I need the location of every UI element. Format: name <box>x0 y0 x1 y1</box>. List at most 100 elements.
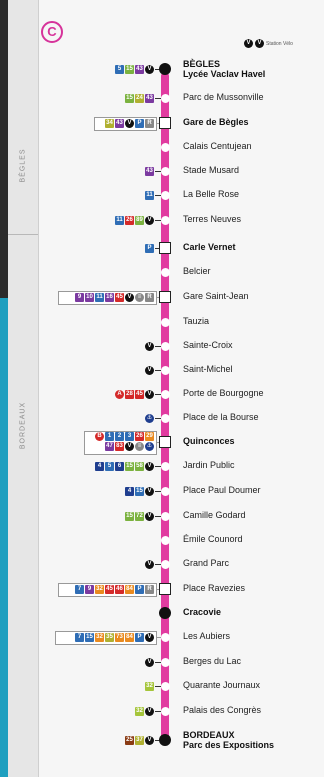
bike-station-icon: V <box>145 706 154 716</box>
connection-badges: V <box>145 559 154 569</box>
stop-name-line: Quinconces <box>183 436 235 446</box>
bus-line-badge: 43 <box>145 166 154 176</box>
stop-marker[interactable] <box>160 657 170 667</box>
train-icon: R <box>145 118 154 128</box>
stop-marker-major[interactable] <box>159 583 171 595</box>
stop-name[interactable]: Place Ravezies <box>183 583 245 593</box>
stop-name[interactable]: Parc de Mussonville <box>183 92 264 102</box>
tram-line-c-logo: C <box>41 21 63 43</box>
stop-marker-terminus[interactable] <box>159 607 171 619</box>
stop-marker[interactable] <box>160 166 170 176</box>
stop-name[interactable]: La Belle Rose <box>183 189 239 199</box>
stop-name[interactable]: Cracovie <box>183 607 221 617</box>
stop-marker[interactable] <box>160 413 170 423</box>
stop-name[interactable]: Porte de Bourgogne <box>183 388 264 398</box>
stop-marker-major[interactable] <box>159 291 171 303</box>
connector <box>155 516 163 517</box>
bus-line-badge: 35 <box>105 632 114 642</box>
stop-name[interactable]: Place de la Bourse <box>183 412 259 422</box>
stop-marker[interactable] <box>160 365 170 375</box>
stop-marker[interactable] <box>160 93 170 103</box>
bus-line-badge: 32 <box>135 706 144 716</box>
bus-line-badge: 72 <box>135 511 144 521</box>
stop-name[interactable]: Sainte-Croix <box>183 340 233 350</box>
bus-line-badge: A <box>115 389 124 399</box>
stop-name[interactable]: Tauzia <box>183 316 209 326</box>
stop-name[interactable]: Carle Vernet <box>183 242 236 252</box>
stop-marker[interactable] <box>160 681 170 691</box>
stop-name[interactable]: Camille Godard <box>183 510 246 520</box>
stop-name-line: Émile Counord <box>183 534 243 544</box>
bus-line-badge: 47 <box>105 442 114 451</box>
stop-name-line: BÈGLES <box>183 59 221 69</box>
bus-station-icon: ≡ <box>135 292 144 302</box>
stop-name-line: Grand Parc <box>183 558 230 568</box>
stop-name[interactable]: Palais des Congrès <box>183 705 261 715</box>
stop-marker[interactable] <box>160 267 170 277</box>
stop-marker[interactable] <box>160 215 170 225</box>
stop-marker[interactable] <box>160 341 170 351</box>
stop-marker-major[interactable] <box>159 117 171 129</box>
stop-marker[interactable] <box>160 190 170 200</box>
stop-marker[interactable] <box>160 632 170 642</box>
stop-name-line: Parc des Expositions <box>183 740 275 750</box>
stop-name[interactable]: Gare Saint-Jean <box>183 291 249 301</box>
bus-line-badge: 32 <box>145 681 154 691</box>
stop-marker[interactable] <box>160 559 170 569</box>
stop-name-line: Carle Vernet <box>183 242 236 252</box>
bus-line-badge: 28 <box>125 389 134 399</box>
stop-marker[interactable] <box>160 317 170 327</box>
stop-name[interactable]: Jardin Public <box>183 460 235 470</box>
stop-name[interactable]: Place Paul Doumer <box>183 485 261 495</box>
stop-name[interactable]: Grand Parc <box>183 558 229 568</box>
stop-name[interactable]: Berges du Lac <box>183 656 241 666</box>
stop-marker-major[interactable] <box>159 242 171 254</box>
stop-name[interactable]: Saint-Michel <box>183 364 233 374</box>
stop-name[interactable]: Les Aubiers <box>183 631 230 641</box>
zone-label-begles: BÈGLES <box>19 148 27 183</box>
connection-badges: 32 <box>145 681 154 691</box>
connector <box>155 686 163 687</box>
park-and-ride-icon: P <box>135 632 144 642</box>
stop-marker[interactable] <box>160 461 170 471</box>
bus-line-badge: 4 <box>125 486 134 496</box>
stop-name[interactable]: Terres Neuves <box>183 214 241 224</box>
stop-name[interactable]: Quarante Journaux <box>183 680 260 690</box>
stop-marker[interactable] <box>160 486 170 496</box>
stop-name[interactable]: Émile Counord <box>183 534 243 544</box>
connector <box>155 711 163 712</box>
stop-name[interactable]: Quinconces <box>183 436 235 446</box>
stop-marker[interactable] <box>160 389 170 399</box>
stop-marker[interactable] <box>160 511 170 521</box>
stop-marker[interactable] <box>160 142 170 152</box>
stop-name[interactable]: Belcier <box>183 266 211 276</box>
stop-name[interactable]: Stade Musard <box>183 165 239 175</box>
connector <box>155 564 163 565</box>
bike-station-icon: V <box>145 64 154 74</box>
stop-name-line: Berges du Lac <box>183 656 242 666</box>
bus-line-badge: 45 <box>135 389 144 399</box>
stop-name[interactable]: Gare de Bègles <box>183 117 249 127</box>
stop-name-line: La Belle Rose <box>183 189 240 199</box>
bus-line-badge: 11 <box>115 215 124 225</box>
bus-line-badge: 15 <box>125 511 134 521</box>
stop-marker-major[interactable] <box>159 436 171 448</box>
bus-line-badge: 11 <box>145 190 154 200</box>
bus-line-badge: 43 <box>145 93 154 103</box>
connector <box>155 220 163 221</box>
stop-marker[interactable] <box>160 535 170 545</box>
bike-station-icon: V <box>145 461 154 471</box>
stop-name-line: Porte de Bourgogne <box>183 388 264 398</box>
connector <box>155 98 163 99</box>
stop-marker[interactable] <box>160 706 170 716</box>
stop-marker-terminus[interactable] <box>159 734 171 746</box>
stop-marker-terminus[interactable] <box>159 63 171 75</box>
stop-name[interactable]: Calais Centujean <box>183 141 252 151</box>
